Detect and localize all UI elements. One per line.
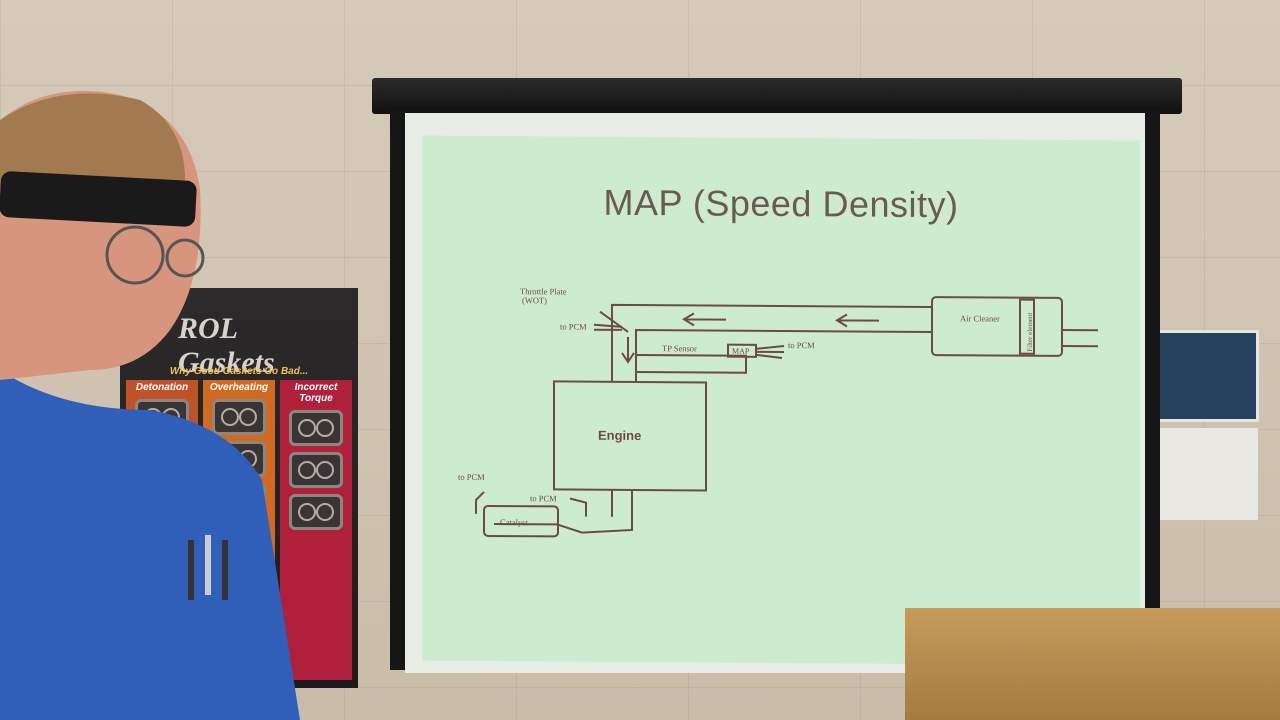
label-air-cleaner: Air Cleaner — [960, 313, 1000, 323]
intake-branch — [636, 353, 747, 374]
label-to-pcm: to PCM — [530, 493, 557, 503]
slide: MAP (Speed Density) — [422, 135, 1140, 666]
wall-poster-blue — [1155, 330, 1259, 422]
airflow-arrow-2 — [682, 312, 726, 327]
label-to-pcm: to PCM — [560, 321, 587, 331]
poster-column-incorrect-torque: Incorrect Torque — [280, 380, 352, 680]
label-throttle-plate: Throttle Plate — [520, 286, 567, 296]
gasket-image — [212, 399, 266, 435]
map-system-diagram: Throttle Plate (WOT) to PCM TP Sensor MA… — [458, 286, 1098, 538]
poster-column-heading: Detonation — [135, 382, 189, 393]
air-cleaner-box — [931, 296, 1063, 357]
instructor-shirt — [0, 370, 300, 720]
label-to-pcm: to PCM — [458, 472, 485, 482]
exhaust-pipe — [494, 489, 633, 534]
training-bench — [905, 608, 1280, 720]
label-engine: Engine — [598, 428, 641, 443]
catalyst-box — [483, 504, 559, 538]
gasket-image — [289, 452, 343, 488]
gasket-image — [289, 494, 343, 530]
airflow-arrow-1 — [835, 313, 879, 328]
instructor-hair — [0, 93, 185, 190]
instructor — [0, 90, 300, 720]
gasket-image — [289, 410, 343, 446]
poster-column-heading: Incorrect Torque — [294, 382, 338, 404]
glasses-icon — [105, 225, 165, 285]
projector-screen-housing — [372, 78, 1182, 114]
intake-duct — [611, 303, 932, 382]
engine-block — [553, 380, 707, 492]
poster-column-heading: Overheating — [209, 382, 269, 393]
label-map: MAP — [732, 347, 750, 356]
label-to-pcm: to PCM — [788, 340, 815, 350]
poster-brand: ROL Gaskets — [178, 312, 275, 379]
label-tp-sensor: TP Sensor — [662, 343, 697, 353]
wall-chart — [1158, 428, 1258, 520]
filter-element — [1019, 298, 1035, 355]
intake-duct-inner — [635, 328, 932, 382]
headband — [0, 171, 197, 227]
label-wot: (WOT) — [522, 295, 547, 305]
label-filter-element: Filter element — [1026, 313, 1034, 352]
poster-tagline: Why Good Gaskets Go Bad... — [169, 366, 309, 377]
airflow-arrow-down — [621, 336, 635, 364]
label-catalyst: Catalyst — [500, 517, 528, 527]
